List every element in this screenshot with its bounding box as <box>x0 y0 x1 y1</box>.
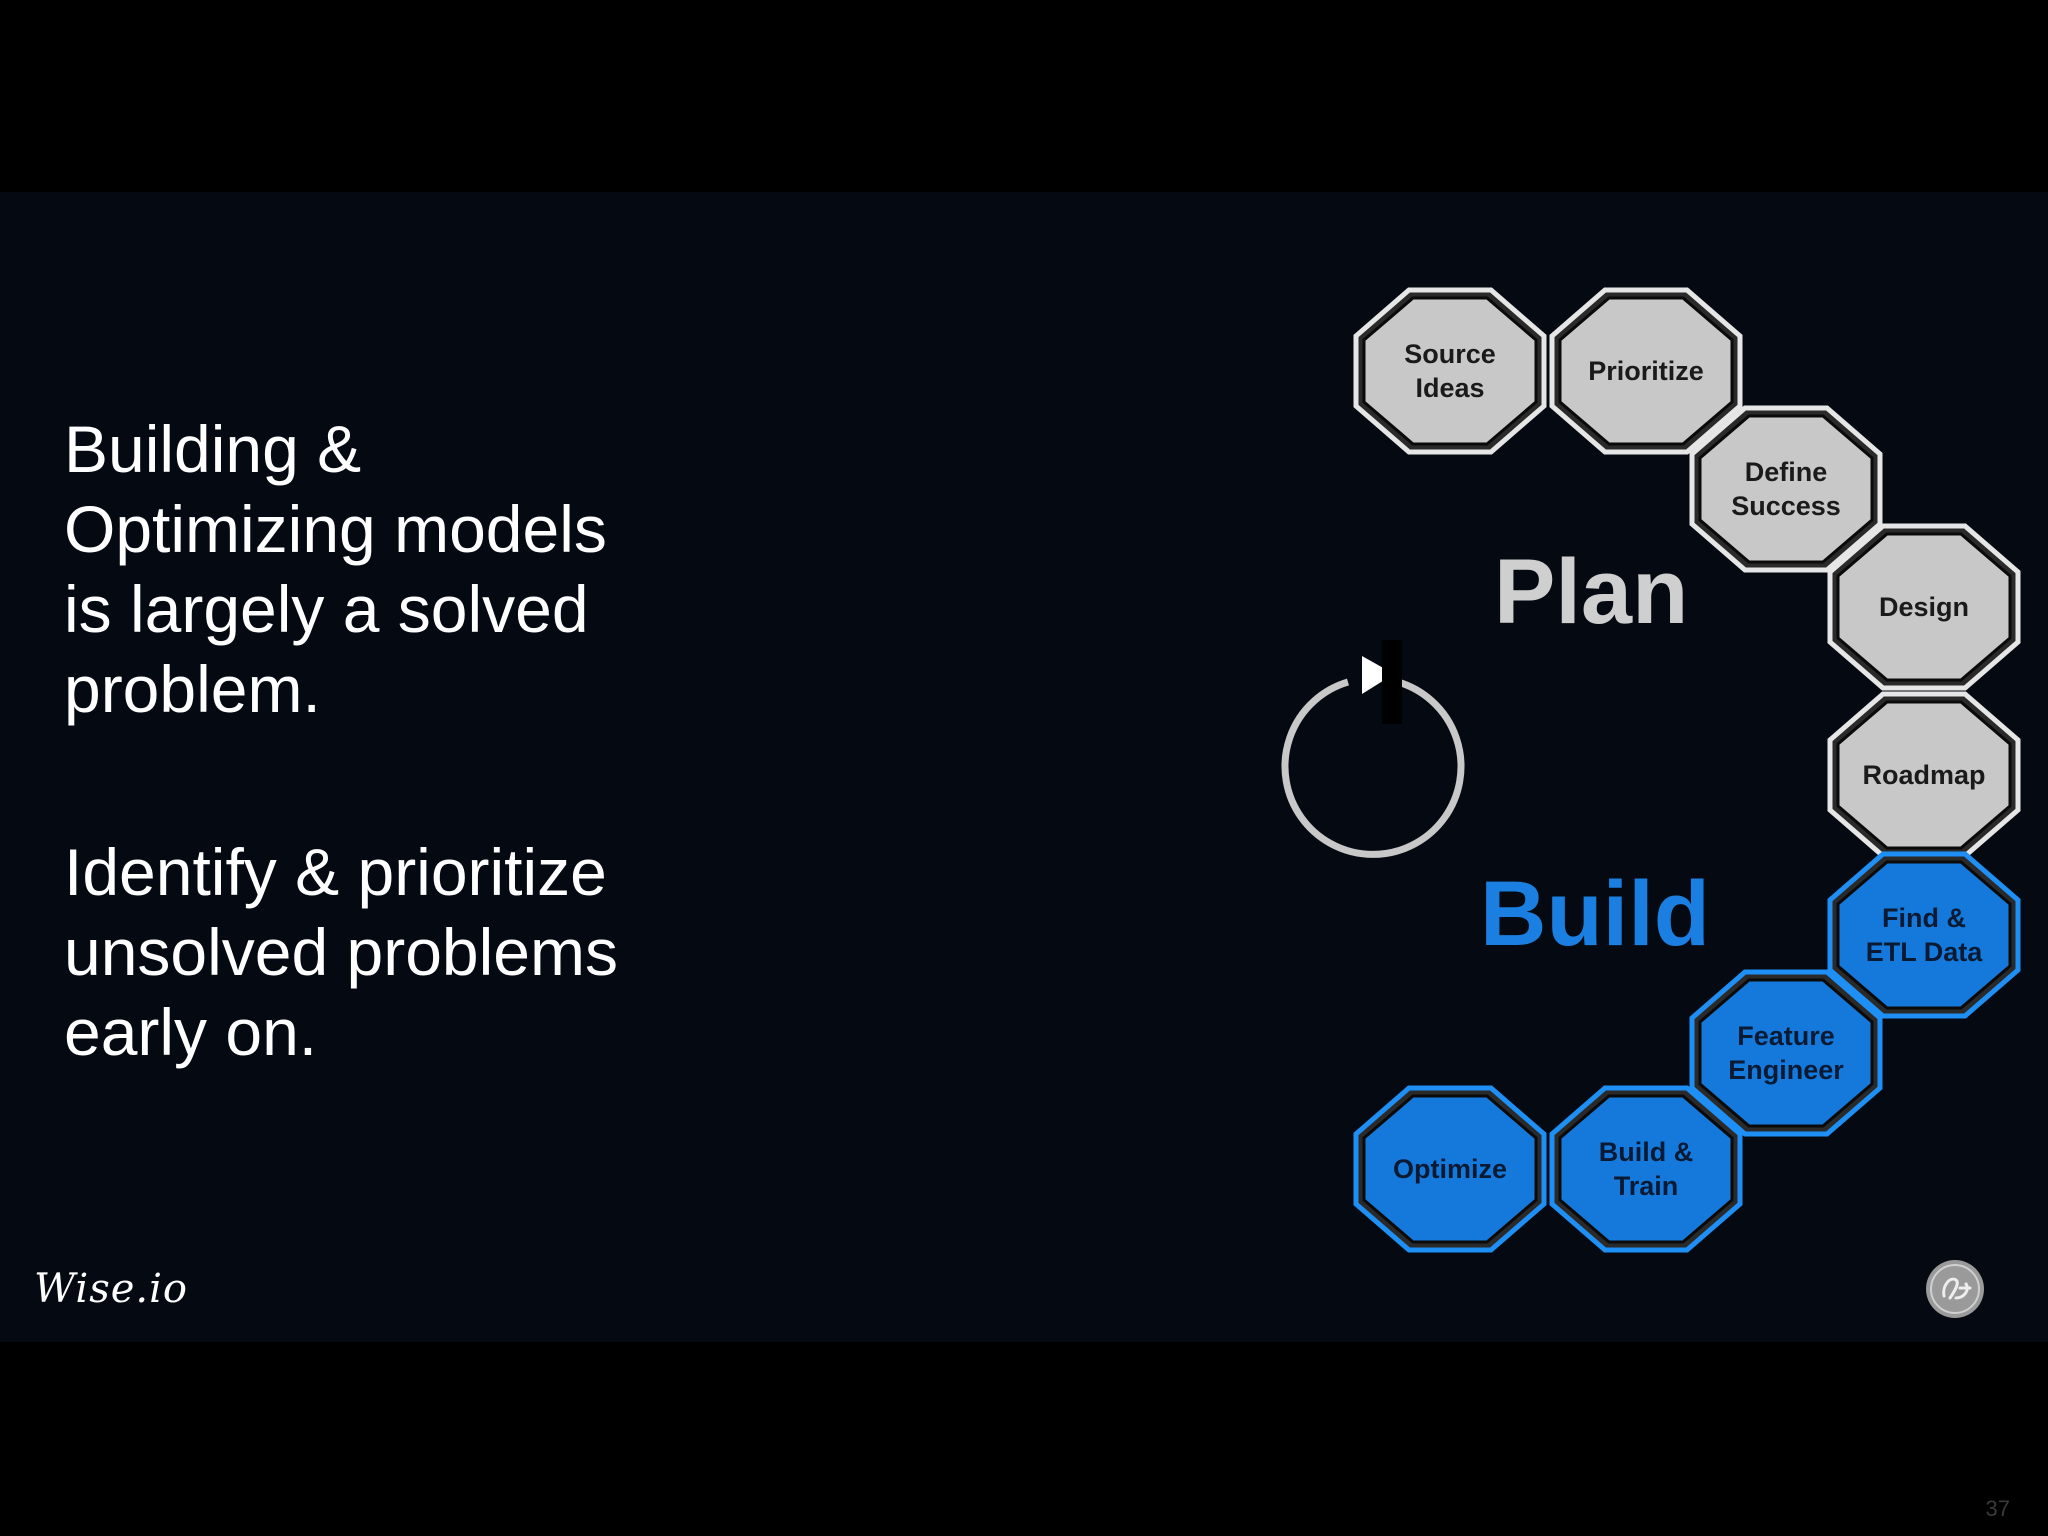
main-statement: Building & Optimizing models is largely … <box>64 409 607 729</box>
statement-line: is largely a solved <box>64 572 589 646</box>
statement-line: Optimizing models <box>64 492 607 566</box>
octagon-shape <box>1689 405 1883 573</box>
step-label-line: Source <box>1404 339 1496 369</box>
step-label-line: Optimize <box>1392 1154 1507 1184</box>
build-step-build-train: Build & Train <box>1548 1084 1744 1254</box>
step-label: Design <box>1826 522 2022 692</box>
octagon-shape <box>1827 523 2021 691</box>
octagon-shape <box>1549 1085 1743 1253</box>
octagon-shape <box>1353 287 1547 455</box>
step-label-line: Find & <box>1882 903 1966 933</box>
plan-phase-label: Plan <box>1494 541 1689 643</box>
plan-step-design: Design <box>1826 522 2022 692</box>
step-label-line: Design <box>1878 592 1970 622</box>
plan-step-roadmap: Roadmap <box>1826 690 2022 860</box>
step-label-line: Roadmap <box>1862 760 1986 790</box>
statement-line: Identify & prioritize <box>64 835 607 909</box>
step-label-line: Engineer <box>1728 1055 1844 1085</box>
step-label-line: Feature <box>1737 1021 1835 1051</box>
secondary-statement: Identify & prioritize unsolved problems … <box>64 832 618 1072</box>
step-label-line: Build & <box>1598 1137 1694 1167</box>
step-label: Prioritize <box>1548 286 1744 456</box>
step-label-line: ETL Data <box>1865 937 1983 967</box>
ge-logo-icon <box>1926 1260 1984 1318</box>
build-step-find-etl-data: Find & ETL Data <box>1826 850 2022 1020</box>
build-step-optimize: Optimize <box>1352 1084 1548 1254</box>
step-label: Roadmap <box>1826 690 2022 860</box>
step-label-line: Define <box>1744 457 1828 487</box>
octagon-shape <box>1827 691 2021 859</box>
build-phase-label: Build <box>1480 863 1710 965</box>
step-label-line: Prioritize <box>1588 356 1704 386</box>
octagon-shape <box>1689 969 1883 1137</box>
octagon-shape <box>1353 1085 1547 1253</box>
circular-arrow-icon <box>1281 640 1465 858</box>
page-number: 37 <box>1985 1496 2010 1521</box>
statement-line: early on. <box>64 995 318 1069</box>
step-label: Build & Train <box>1548 1084 1744 1254</box>
step-label-line: Success <box>1731 491 1841 521</box>
plan-step-prioritize: Prioritize <box>1548 286 1744 456</box>
step-label-line: Ideas <box>1415 373 1485 403</box>
statement-line: unsolved problems <box>64 915 618 989</box>
octagon-shape <box>1827 851 2021 1019</box>
octagon-shape <box>1549 287 1743 455</box>
step-label: Find & ETL Data <box>1826 850 2022 1020</box>
step-label-line: Train <box>1613 1171 1679 1201</box>
wise-io-logo: Wise.io <box>34 1266 188 1312</box>
step-label: Optimize <box>1352 1084 1548 1254</box>
statement-line: problem. <box>64 652 321 726</box>
statement-line: Building & <box>64 412 362 486</box>
